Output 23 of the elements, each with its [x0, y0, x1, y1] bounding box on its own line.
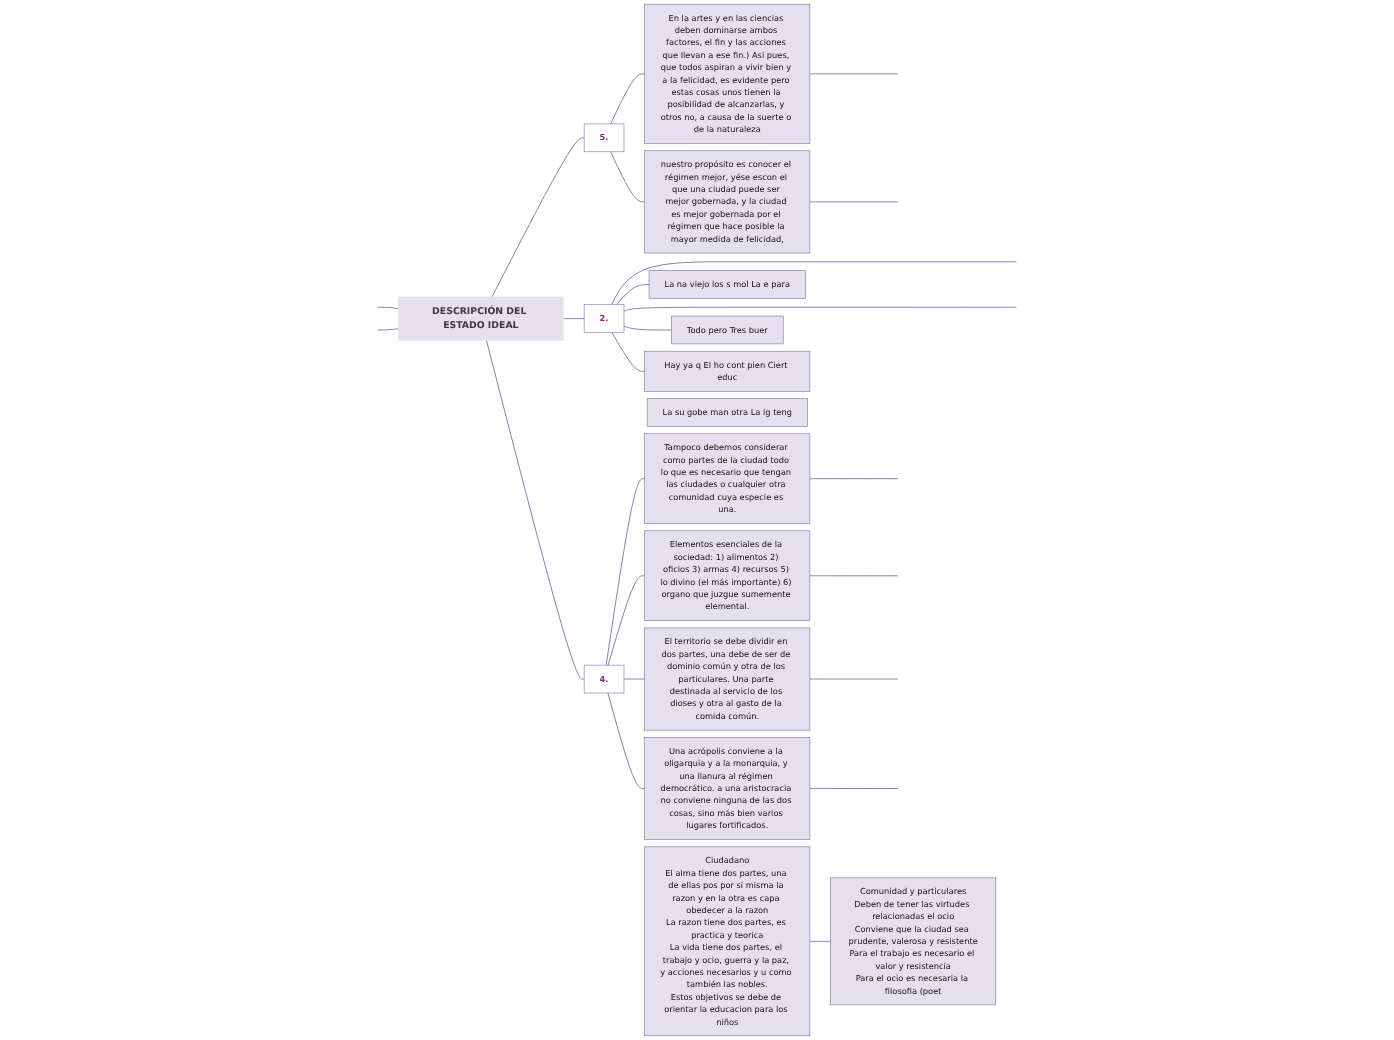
connector [377, 328, 399, 331]
connector [809, 575, 899, 577]
connector [616, 284, 650, 306]
connector [610, 73, 646, 125]
connector [809, 788, 899, 789]
connector [611, 332, 646, 372]
connector [491, 137, 585, 298]
connector [809, 201, 899, 203]
connector [809, 73, 899, 75]
connector [607, 575, 646, 666]
connector [486, 339, 585, 680]
connector [623, 325, 672, 331]
connector [623, 678, 646, 680]
connector [809, 941, 831, 942]
connector [809, 678, 899, 680]
connector [809, 478, 899, 480]
connector [610, 151, 646, 203]
connector [611, 261, 1017, 306]
connector [607, 692, 646, 789]
connector [563, 318, 585, 319]
connector [377, 306, 399, 309]
connector [623, 306, 1017, 312]
connector [605, 478, 646, 666]
